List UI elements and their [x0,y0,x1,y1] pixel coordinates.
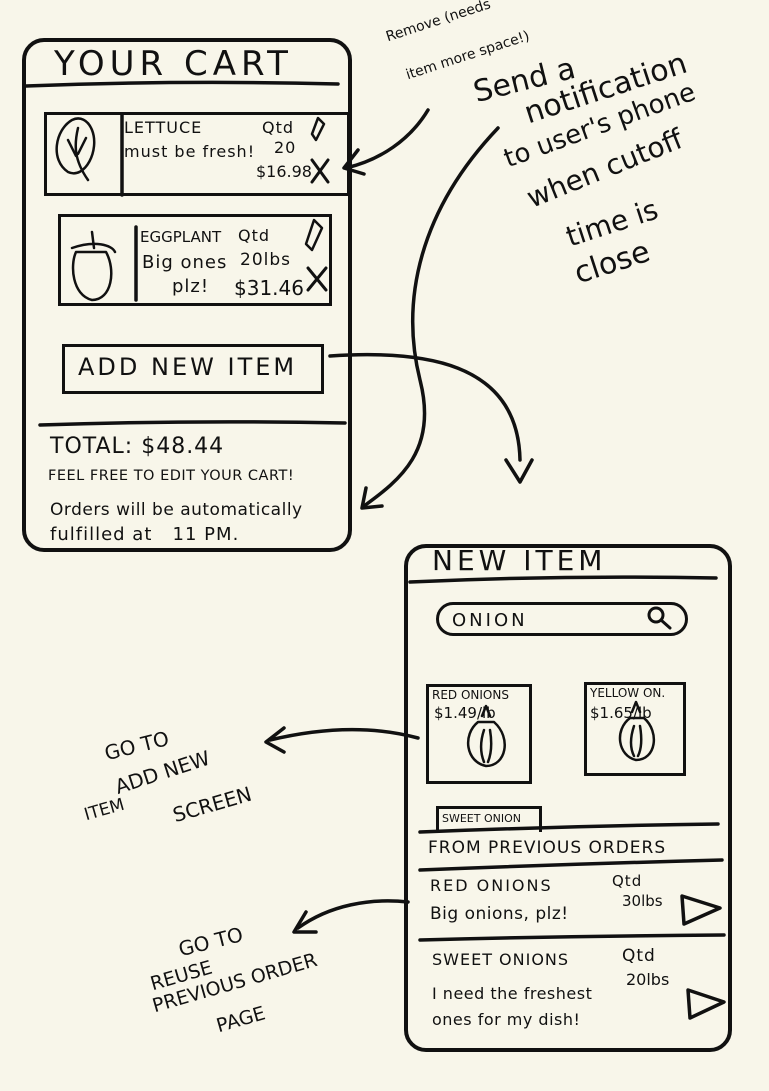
arrow-add-new-item [328,352,534,484]
arrow-goto-add [264,726,420,754]
lettuce-qty-label: Qtd [262,118,295,137]
cart-footer-divider [38,420,347,427]
result-tile-yellow-onions[interactable] [584,682,686,776]
lettuce-name: LETTUCE [124,118,203,137]
eggplant-note-line1: Big ones [142,252,228,273]
cart-fulfil-line2: fulfilled at 11 PM. [50,524,240,545]
lettuce-price: $16.98 [256,162,312,181]
eggplant-qty: 20lbs [240,250,292,270]
cart-item-lettuce[interactable] [44,112,350,196]
lettuce-qty: 20 [274,138,297,157]
cart-title: YOUR CART [54,44,293,84]
search-value: ONION [452,610,528,631]
eggplant-price: $31.46 [234,276,304,300]
result-tile-red-onions[interactable] [426,684,532,784]
search-icon [647,606,672,630]
result-tile-sweet-onion[interactable] [436,806,542,832]
eggplant-note-line2: plz! [172,276,210,297]
section-divider-mid [418,858,724,872]
new-item-title: NEW ITEM [432,544,607,577]
result-yellow-onions-name: YELLOW ON. [590,686,666,700]
lettuce-edit-icon [310,116,326,142]
arrow-goto-reuse [292,899,410,934]
reuse-sweet-onions-button [686,988,726,1020]
yellow-onion-icon [618,700,656,762]
search-input[interactable] [436,602,688,636]
cart-header-divider [24,80,340,88]
section-divider-low [418,933,726,942]
result-red-onions-price: $1.49/lb [434,704,496,722]
section-divider-top [418,822,720,834]
prev-red-onions-qty: 30lbs [622,892,663,910]
arrow-notification [360,126,500,510]
result-red-onions-name: RED ONIONS [432,688,509,702]
prev-red-onions-qty-label: Qtd [612,872,643,890]
eggplant-edit-icon [304,218,324,252]
prev-sweet-onions-qty-label: Qtd [622,946,656,966]
eggplant-name: EGGPLANT [140,228,222,246]
red-onion-icon [466,704,506,768]
cart-total: TOTAL: $48.44 [50,434,225,459]
eggplant-icon [70,230,117,302]
eggplant-remove-icon [306,266,328,292]
prev-red-onions-note: Big onions, plz! [430,904,569,924]
lettuce-remove-icon [310,158,330,184]
arrow-remove-item [342,108,430,176]
add-new-item-label: ADD NEW ITEM [78,353,298,381]
cart-fulfil-line1: Orders will be automatically [50,500,303,520]
result-yellow-onions-price: $1.65/lb [590,704,652,722]
cart-screen [22,38,352,552]
lettuce-icon [55,117,96,182]
cart-edit-note: FEEL FREE TO EDIT YOUR CART! [48,468,295,484]
prev-sweet-onions-note-line1: I need the freshest [432,984,593,1003]
result-sweet-onion-name: SWEET ONION [442,812,521,825]
prev-sweet-onions-qty: 20lbs [626,970,670,989]
previous-orders-title: FROM PREVIOUS ORDERS [428,838,667,858]
eggplant-qty-label: Qtd [238,226,271,245]
prev-red-onions-name: RED ONIONS [430,876,553,895]
prev-sweet-onions-name: SWEET ONIONS [432,950,570,969]
cart-item-eggplant[interactable] [58,214,332,306]
prev-sweet-onions-note-line2: ones for my dish! [432,1010,581,1029]
lettuce-note: must be fresh! [124,142,256,161]
new-item-header-divider [408,575,718,584]
reuse-red-onions-button [680,894,722,926]
add-new-item-button[interactable] [62,344,324,394]
new-item-screen [404,544,732,1052]
